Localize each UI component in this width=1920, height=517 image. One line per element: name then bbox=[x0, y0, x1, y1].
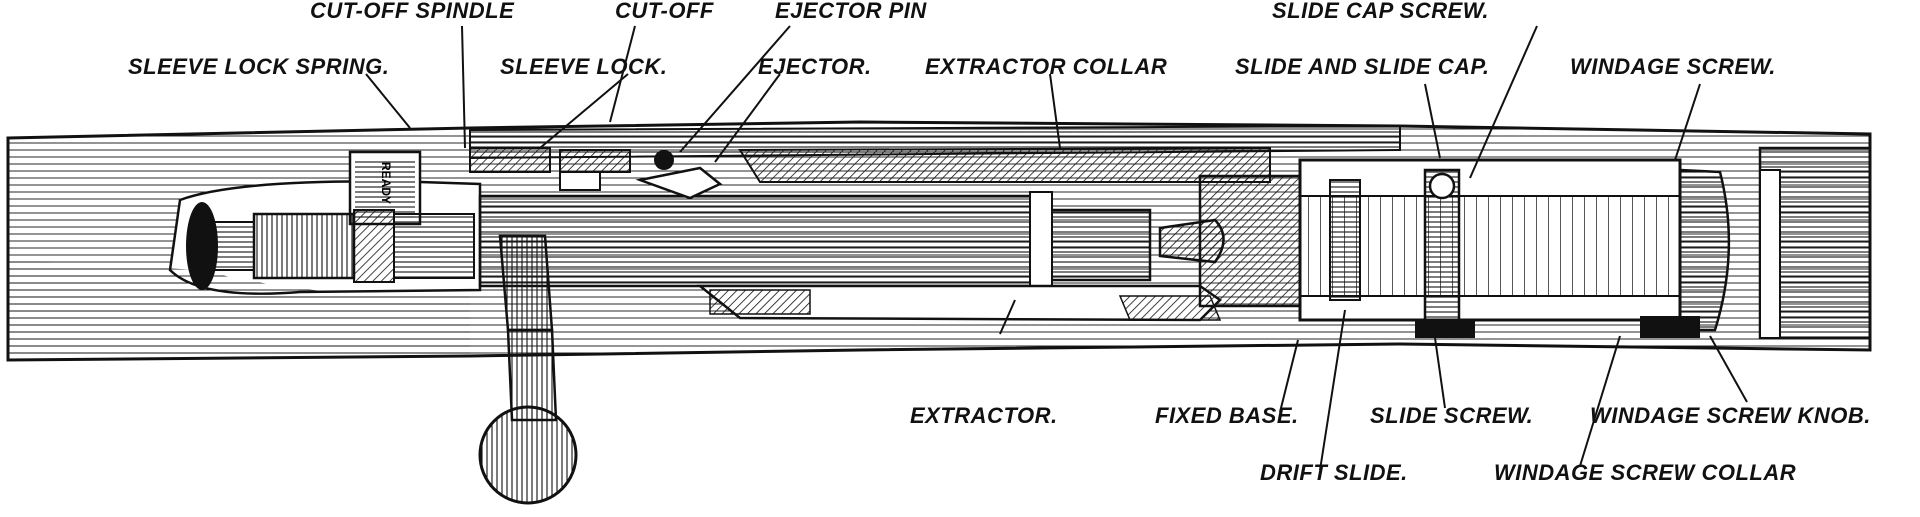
upper-band bbox=[469, 124, 1401, 183]
label-extractor-collar: EXTRACTOR COLLAR bbox=[925, 54, 1168, 79]
label-slide-and-slide-cap: SLIDE AND SLIDE CAP. bbox=[1235, 54, 1490, 79]
rear-sight-assembly bbox=[1198, 146, 1872, 340]
label-cut-off-spindle: CUT-OFF SPINDLE bbox=[310, 0, 515, 23]
label-windage-screw-collar: WINDAGE SCREW COLLAR bbox=[1494, 460, 1797, 485]
label-drift-slide: DRIFT SLIDE. bbox=[1260, 460, 1408, 485]
label-fixed-base: FIXED BASE. bbox=[1155, 403, 1299, 428]
label-ejector: EJECTOR. bbox=[758, 54, 872, 79]
bolt-body bbox=[478, 191, 1152, 291]
label-slide-screw: SLIDE SCREW. bbox=[1370, 403, 1534, 428]
bolt-handle bbox=[478, 234, 578, 505]
leader-lines bbox=[365, 25, 1748, 471]
label-windage-screw-knob: WINDAGE SCREW KNOB. bbox=[1590, 403, 1871, 428]
label-cut-off: CUT-OFF bbox=[615, 0, 714, 23]
label-ejector-pin: EJECTOR PIN bbox=[775, 0, 927, 23]
label-slide-cap-screw: SLIDE CAP SCREW. bbox=[1272, 0, 1490, 23]
label-sleeve-lock-spring: SLEEVE LOCK SPRING. bbox=[128, 54, 390, 79]
label-sleeve-lock: SLEEVE LOCK. bbox=[500, 54, 668, 79]
ejector bbox=[635, 150, 723, 200]
ready-engraving: READY bbox=[379, 162, 393, 204]
label-windage-screw: WINDAGE SCREW. bbox=[1570, 54, 1776, 79]
cocking-piece bbox=[186, 202, 475, 290]
extractor-part bbox=[696, 284, 1222, 322]
label-extractor: EXTRACTOR. bbox=[910, 403, 1058, 428]
